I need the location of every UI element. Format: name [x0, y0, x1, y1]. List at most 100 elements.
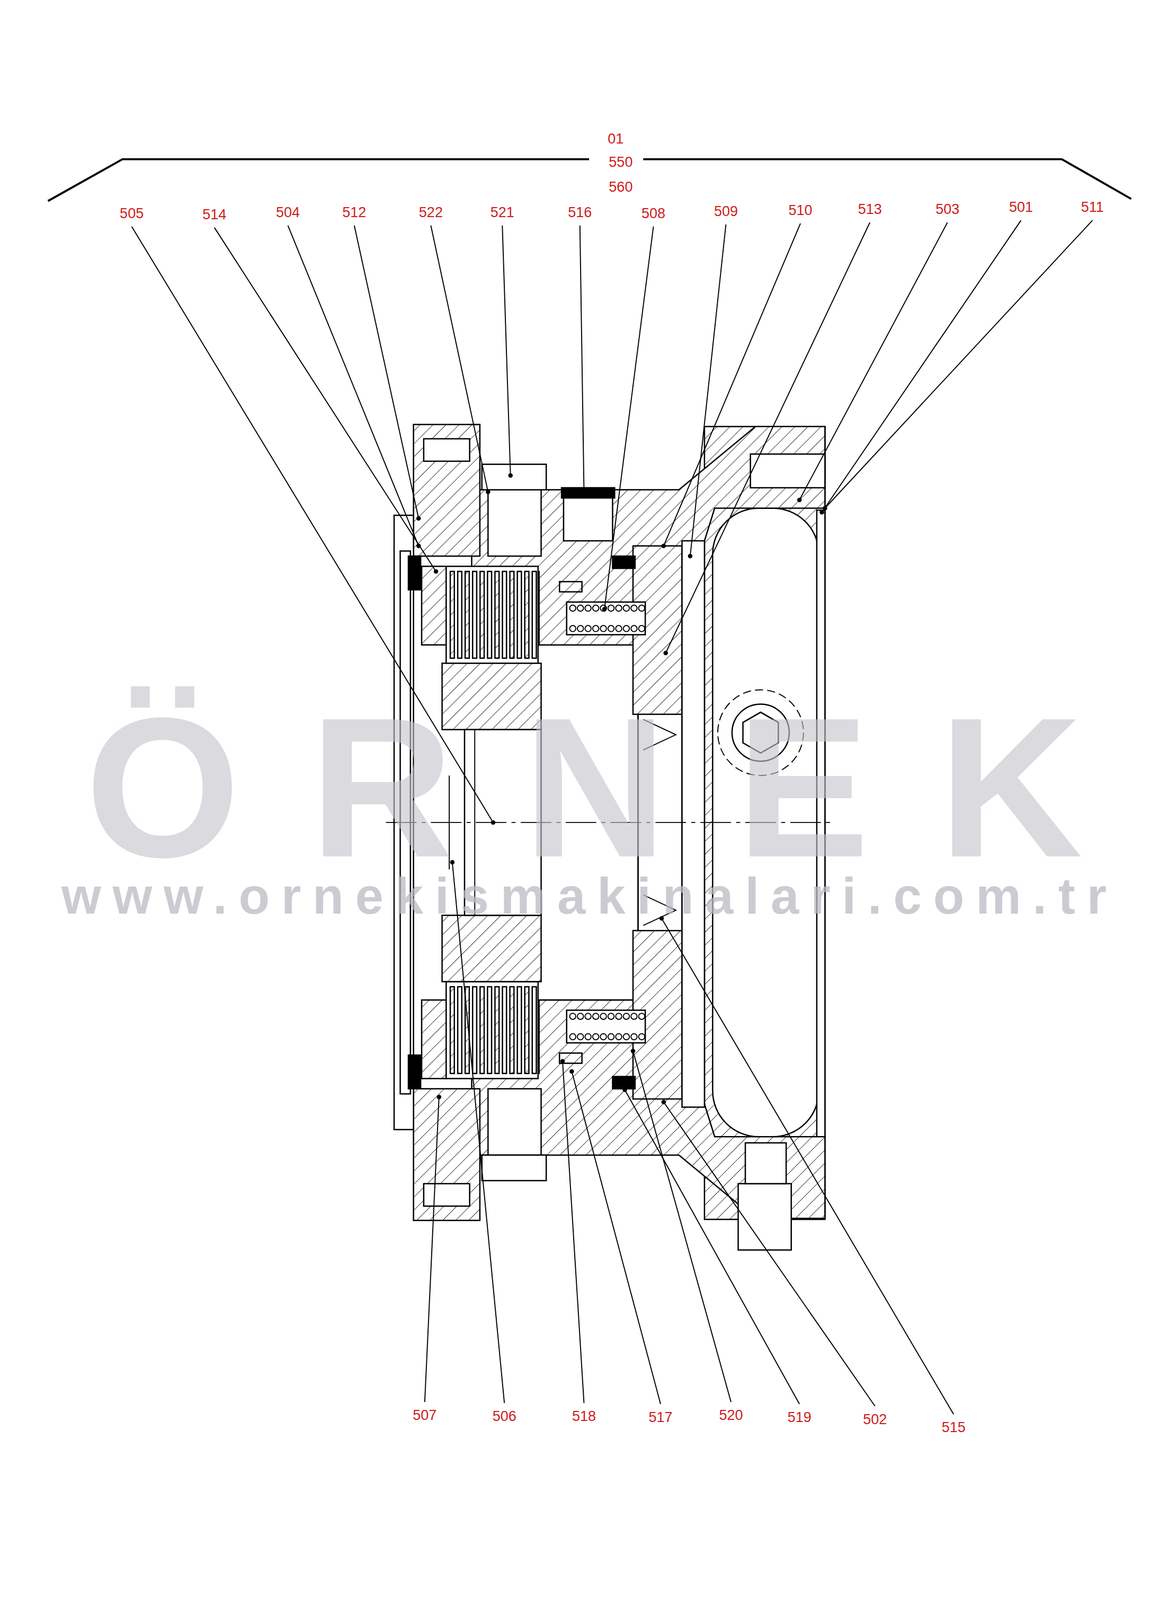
- spring-coil: [623, 625, 630, 632]
- callout-number: 521: [490, 204, 515, 220]
- spring-pack: [566, 602, 646, 636]
- callout-number: 501: [1009, 200, 1033, 215]
- leader-line: [580, 225, 585, 493]
- pressure-ring: [421, 566, 447, 645]
- spring-coil: [638, 605, 646, 612]
- seal-ring: [408, 1055, 421, 1090]
- spring-coil: [623, 1013, 630, 1020]
- leader-dot: [819, 510, 824, 515]
- spring-coil: [569, 1033, 577, 1041]
- callout-number: 522: [418, 204, 443, 220]
- friction-disc: [487, 986, 492, 1074]
- spring-coil: [600, 1033, 607, 1041]
- leader-dot: [416, 516, 421, 521]
- spring-coil: [630, 1013, 638, 1020]
- leader-line: [562, 1061, 584, 1404]
- friction-disc: [524, 571, 530, 659]
- friction-disc: [450, 571, 455, 659]
- leader-line: [571, 1071, 661, 1405]
- spring-coil: [623, 605, 630, 612]
- spring-coil: [615, 1033, 622, 1041]
- callout-number: 503: [935, 201, 960, 217]
- callout-number: 505: [119, 206, 144, 221]
- callout-number: 519: [787, 1410, 812, 1425]
- spring-coil: [577, 1013, 584, 1020]
- callout-number: 510: [788, 202, 813, 218]
- spring-coil: [630, 605, 638, 612]
- bolt-head: [482, 1155, 547, 1181]
- friction-disc: [472, 571, 477, 659]
- leader-dot: [507, 473, 513, 478]
- spring-coil: [577, 1033, 584, 1041]
- friction-disc: [532, 571, 537, 659]
- friction-disc: [494, 986, 499, 1074]
- friction-disc: [494, 571, 499, 659]
- leader-line: [430, 225, 488, 493]
- bolt-hole: [423, 1183, 470, 1207]
- flange: [413, 1089, 480, 1221]
- leader-dot: [569, 1069, 574, 1074]
- spring-coil: [600, 1013, 607, 1020]
- leader-line: [632, 1050, 731, 1403]
- spring-coil: [577, 605, 584, 612]
- hub: [442, 915, 542, 982]
- bolt-hole: [423, 438, 470, 461]
- leader-dot: [622, 1087, 627, 1092]
- friction-disc: [487, 571, 492, 659]
- spring-coil: [600, 605, 607, 612]
- callout-number: 520: [719, 1408, 744, 1423]
- friction-disc: [510, 986, 515, 1074]
- bolt-shank: [487, 1089, 541, 1156]
- callout-number: 01: [607, 131, 624, 147]
- bolt-head: [482, 464, 547, 490]
- callout-number: 504: [275, 204, 300, 220]
- screw: [750, 453, 826, 488]
- callout-number: 508: [641, 206, 666, 221]
- leader-line: [502, 225, 511, 476]
- callout-number: 513: [858, 201, 882, 217]
- spring-coil: [638, 625, 646, 632]
- spring-coil: [584, 1033, 592, 1041]
- leader-line: [214, 227, 436, 572]
- leader-dot: [416, 544, 421, 549]
- spring-coil: [615, 625, 622, 632]
- leader-dot: [437, 1094, 442, 1100]
- friction-disc: [532, 986, 537, 1074]
- spring-coil: [638, 1013, 646, 1020]
- watermark-url: www.ornekismakinalari.com.tr: [49, 870, 1119, 922]
- bolt-head: [738, 1183, 792, 1251]
- leader-line: [452, 862, 505, 1404]
- pressure-ring: [421, 1000, 447, 1079]
- leader-dot: [602, 607, 607, 612]
- flange: [413, 424, 480, 557]
- spring-coil: [584, 605, 592, 612]
- friction-disc: [465, 571, 470, 659]
- leader-dot: [663, 651, 668, 656]
- callout-number: 518: [572, 1409, 596, 1424]
- leader-dot: [560, 1058, 565, 1064]
- spring-pack: [566, 1010, 646, 1043]
- leader-dot: [630, 1048, 636, 1054]
- callout-number: 516: [567, 204, 592, 220]
- leader-dot: [661, 544, 666, 549]
- leader-dot: [688, 554, 693, 559]
- leader-line: [663, 1102, 876, 1407]
- spring-coil: [584, 625, 592, 632]
- friction-disc: [524, 986, 530, 1074]
- plug-seal: [561, 487, 615, 498]
- friction-disc: [450, 986, 455, 1074]
- callout-number: 502: [862, 1412, 887, 1427]
- leader-dot: [797, 497, 802, 503]
- bracket: [643, 159, 1131, 200]
- guide-pin: [559, 1053, 582, 1064]
- spring-coil: [638, 1033, 646, 1041]
- friction-disc: [510, 571, 515, 659]
- leader-line: [690, 224, 726, 557]
- bolt-shank: [487, 489, 541, 557]
- leader-dot: [661, 1100, 666, 1105]
- spring-coil: [630, 1033, 638, 1041]
- leader-line: [822, 220, 1022, 513]
- leader-dot: [433, 569, 439, 574]
- callout-number: 512: [342, 204, 367, 220]
